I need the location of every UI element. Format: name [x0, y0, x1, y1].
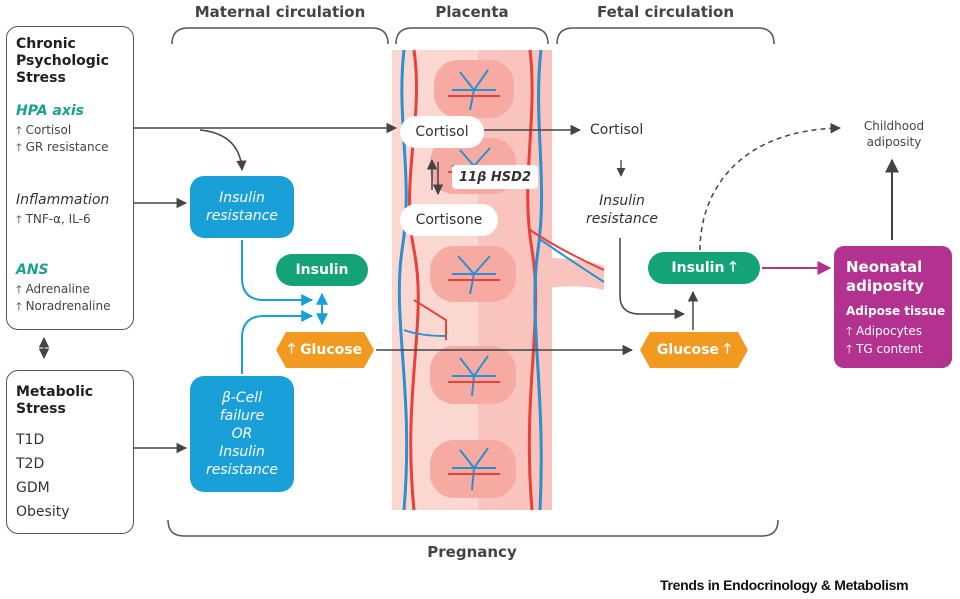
ans-item-adrenaline: 🡑 Adrenaline	[16, 282, 90, 296]
pregnancy-bracket	[167, 519, 779, 537]
hpa-axis-label: HPA axis	[16, 103, 85, 119]
neonatal-adiposity-box	[834, 246, 952, 368]
up-arrow-icon: 🡑	[287, 341, 296, 357]
up-arrow-icon: 🡑	[16, 213, 22, 226]
metabolic-item-gdm: GDM	[16, 480, 50, 496]
ans-label: ANS	[16, 262, 49, 278]
maternal-bracket	[171, 27, 389, 45]
up-arrow-icon: 🡑	[846, 324, 853, 338]
neonatal-subtitle: Adipose tissue	[846, 304, 946, 318]
up-arrow-icon: 🡑	[723, 341, 732, 357]
neonatal-item-tg-content: 🡑 TG content	[846, 342, 923, 356]
fetal-glucose-hex	[640, 332, 748, 368]
ans-item-noradrenaline: 🡑 Noradrenaline	[16, 299, 111, 313]
placenta-header: Placenta	[435, 3, 509, 21]
up-arrow-icon: 🡑	[846, 342, 853, 356]
maternal-glucose-hex	[276, 332, 374, 368]
inflammation-label: Inflammation	[16, 192, 110, 208]
up-arrow-icon: 🡑	[729, 259, 737, 275]
fetal-glucose-label: Glucose 🡑	[640, 332, 748, 368]
placenta-cortisone-pill: Cortisone	[400, 204, 498, 236]
maternal-circulation-header: Maternal circulation	[194, 3, 366, 21]
metabolic-title-line1: Metabolic	[16, 384, 94, 400]
maternal-glucose-label: 🡑 Glucose	[276, 332, 374, 368]
placenta-cortisol-pill: Cortisol	[400, 116, 484, 148]
fetal-circulation-header: Fetal circulation	[596, 3, 735, 21]
neonatal-item-adipocytes: 🡑 Adipocytes	[846, 324, 923, 338]
up-arrow-icon: 🡑	[16, 124, 22, 137]
metabolic-title-line2: Stress	[16, 401, 66, 417]
fetal-cortisol-label: Cortisol	[590, 122, 644, 138]
metabolic-item-t1d: T1D	[16, 432, 45, 448]
fetal-bracket	[556, 27, 775, 45]
metabolic-item-t2d: T2D	[16, 456, 45, 472]
metabolic-stress-box	[6, 370, 134, 534]
journal-credit: Trends in Endocrinology & Metabolism	[660, 577, 909, 593]
chronic-title-line3: Stress	[16, 70, 66, 86]
placenta-bracket	[395, 27, 549, 45]
pregnancy-label: Pregnancy	[427, 543, 517, 561]
hpa-item-gr-resistance: 🡑 GR resistance	[16, 140, 109, 154]
chronic-title-line1: Chronic	[16, 36, 76, 52]
up-arrow-icon: 🡑	[16, 141, 22, 154]
hsd2-enzyme-label: 11β HSD2	[452, 165, 538, 189]
chronic-title-line2: Psychologic	[16, 53, 109, 69]
up-arrow-icon: 🡑	[16, 283, 22, 296]
metabolic-item-obesity: Obesity	[16, 504, 70, 520]
up-arrow-icon: 🡑	[16, 300, 22, 313]
inflammation-item: 🡑 TNF-α, IL-6	[16, 212, 91, 226]
fetal-insulin-pill: Insulin 🡑	[648, 252, 760, 284]
chronic-stress-box	[6, 26, 134, 330]
hpa-item-cortisol: 🡑 Cortisol	[16, 123, 72, 137]
maternal-insulin-pill: Insulin	[276, 254, 368, 286]
